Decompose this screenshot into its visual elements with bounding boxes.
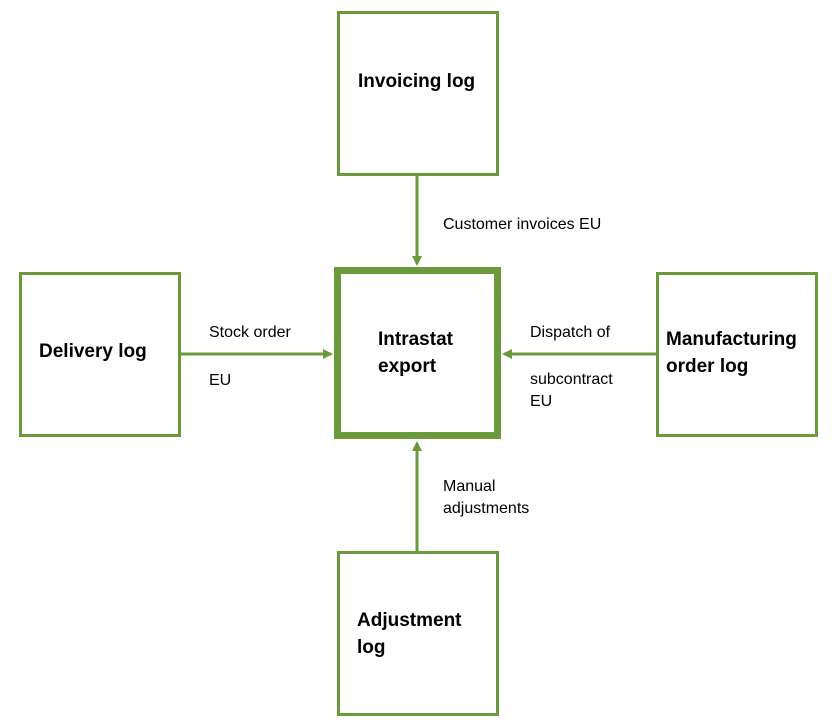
edge-label-customer-invoices: Customer invoices EU xyxy=(443,216,602,233)
edge-label-dispatch-of: Dispatch of xyxy=(530,324,611,341)
invoicing-log-box xyxy=(337,11,499,176)
manufacturing-order-log-label: Manufacturing order log xyxy=(666,329,797,377)
intrastat-export-label: Intrastat export xyxy=(378,329,453,377)
manufacturing-order-log-box xyxy=(656,272,818,437)
delivery-log-box xyxy=(19,272,181,437)
intrastat-export-box xyxy=(334,267,501,439)
adjustment-log-box xyxy=(337,551,499,716)
invoicing-log-label: Invoicing log xyxy=(358,71,476,92)
adjustment-log-label: Adjustment log xyxy=(357,610,462,658)
edge-label-subcontract-eu: subcontract EU xyxy=(530,371,613,410)
delivery-log-label: Delivery log xyxy=(39,341,147,362)
edge-label-stock-order: Stock order xyxy=(209,324,291,341)
edge-label-manual-adjustments: Manual adjustments xyxy=(443,478,530,517)
edge-label-stock-order-eu: EU xyxy=(209,372,232,389)
